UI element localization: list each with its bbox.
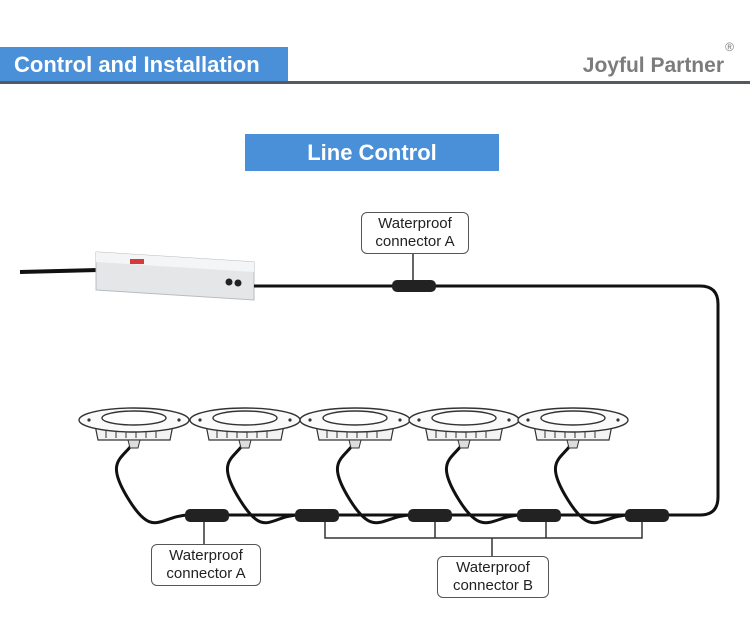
callout-line: Waterproof — [456, 559, 530, 576]
brand-name: Joyful Partner — [582, 54, 724, 77]
callout-line: connector A — [166, 565, 246, 582]
bottom-waterproof-connector-a — [185, 509, 229, 522]
waterproof-connector-b — [295, 509, 339, 522]
waterproof-connector-b — [517, 509, 561, 522]
underwater-light — [408, 407, 523, 525]
input-cable — [19, 268, 99, 274]
brand-label-icon — [130, 259, 144, 264]
callout-top-connector-a: Waterproof connector A — [361, 212, 469, 254]
underwater-light — [189, 407, 301, 525]
callout-connector-b: Waterproof connector B — [437, 556, 549, 598]
header-banner: Control and Installation — [0, 47, 288, 81]
header-divider — [0, 81, 750, 84]
led-driver — [95, 251, 255, 301]
callout-line: connector B — [452, 577, 534, 594]
underwater-light — [299, 407, 413, 525]
underwater-light — [517, 407, 631, 525]
callout-line: Waterproof — [169, 547, 243, 564]
underwater-light — [78, 407, 191, 525]
callout-line: connector A — [375, 233, 455, 250]
callout-bottom-connector-a: Waterproof connector A — [151, 544, 261, 586]
registered-mark: ® — [725, 40, 734, 54]
header-title: Control and Installation — [14, 52, 260, 77]
callout-line: Waterproof — [378, 215, 452, 232]
main-output-cable — [254, 284, 720, 517]
section-title: Line Control — [245, 134, 499, 171]
waterproof-connector-b — [408, 509, 452, 522]
waterproof-connector-b — [625, 509, 669, 522]
connector-b-bracket — [324, 522, 643, 557]
top-waterproof-connector-a — [392, 280, 436, 292]
